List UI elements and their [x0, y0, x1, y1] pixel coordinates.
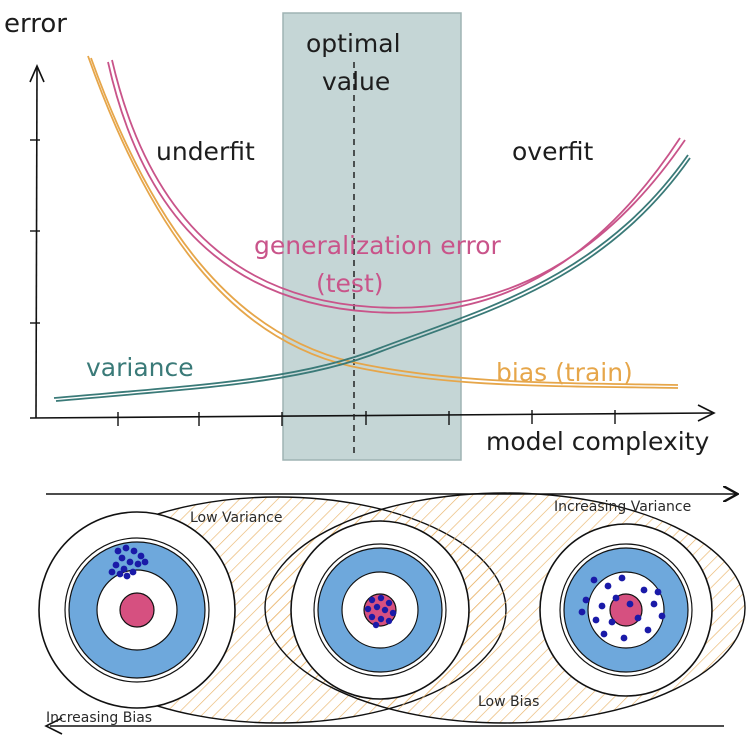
x-axis-label: model complexity	[486, 427, 709, 456]
generalization-error-curve	[107, 59, 686, 314]
shot-cluster	[108, 544, 149, 580]
error-vs-complexity-chart: error model complexity optimal value und…	[4, 9, 716, 461]
y-axis-label: error	[4, 9, 67, 39]
shot-cluster	[364, 594, 397, 629]
increasing-variance-label: Increasing Variance	[554, 499, 691, 515]
increasing-bias-label: Increasing Bias	[46, 710, 152, 726]
low-bias-low-variance-target	[290, 520, 470, 700]
low-bias-high-variance-target	[38, 511, 236, 709]
shot-cluster	[578, 574, 666, 642]
increasing-bias-arrowhead	[44, 717, 63, 735]
x-axis-ticks	[117, 410, 616, 426]
x-axis	[29, 412, 713, 419]
optimal-region-band	[282, 12, 462, 461]
y-axis-ticks	[30, 139, 40, 324]
optimal-label-line2: value	[322, 67, 390, 96]
optimal-label-line1: optimal	[306, 29, 401, 58]
y-axis	[35, 67, 38, 419]
low-variance-label: Low Variance	[190, 510, 283, 526]
variance-curve	[53, 154, 691, 402]
variance-label: variance	[86, 353, 194, 382]
x-axis-arrowhead	[697, 404, 716, 422]
high-bias-low-variance-target	[539, 523, 713, 697]
underfit-label: underfit	[156, 137, 255, 166]
generalization-error-label-line1: generalization error	[254, 231, 501, 260]
overfit-label: overfit	[512, 137, 593, 166]
low-bias-label: Low Bias	[478, 694, 539, 710]
bias-label: bias (train)	[496, 358, 633, 387]
y-axis-arrowhead	[29, 64, 45, 83]
generalization-error-label-line2: (test)	[316, 269, 384, 298]
bias-variance-targets-diagram: Low Variance Increasing Variance Low Bia…	[38, 493, 746, 735]
